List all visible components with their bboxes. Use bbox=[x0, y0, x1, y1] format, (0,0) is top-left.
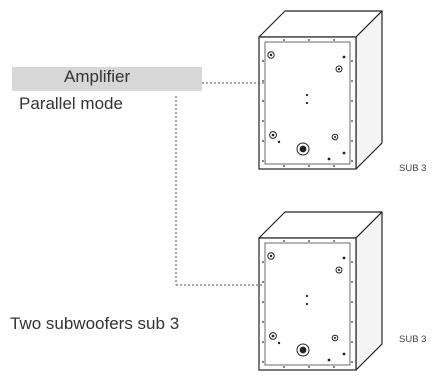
amplifier-box bbox=[12, 67, 202, 91]
subwoofer-label-bottom: SUB 3 bbox=[399, 334, 427, 345]
amplifier-label: Amplifier bbox=[64, 67, 131, 86]
wiring-lines bbox=[175, 82, 264, 286]
mode-label: Parallel mode bbox=[19, 94, 123, 113]
subwoofer-label-top: SUB 3 bbox=[399, 163, 427, 174]
diagram-caption: Two subwoofers sub 3 bbox=[10, 314, 180, 333]
subwoofer-cabinet-icon-top bbox=[258, 10, 383, 170]
subwoofer-cabinet-icon-bottom bbox=[258, 211, 383, 371]
